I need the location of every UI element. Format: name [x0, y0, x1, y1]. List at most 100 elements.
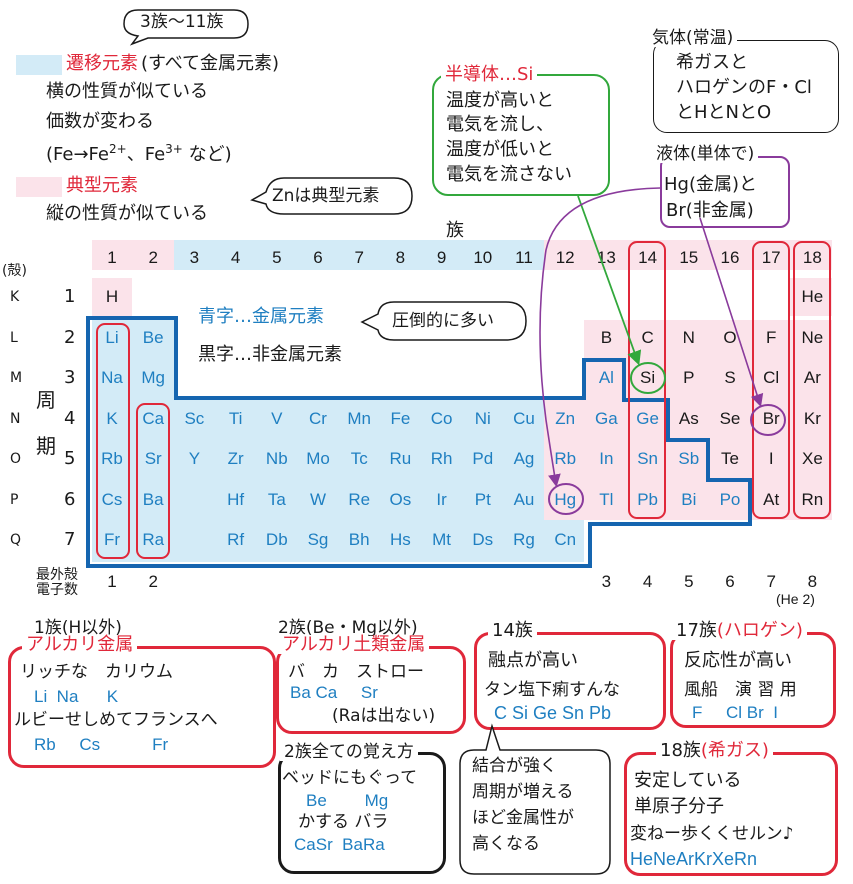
noble-line-3: 変ねー歩くくせルン♪: [630, 824, 794, 844]
element-cu-p4: Cu: [513, 408, 535, 428]
period-label-1: 周: [36, 388, 56, 412]
element-mo-p5: Mo: [306, 449, 330, 468]
group2-title: 2族全ての覚え方: [280, 744, 418, 761]
element-ne-p2: Ne: [801, 327, 824, 347]
semiconductor-line-2: 電気を流し、: [446, 114, 554, 135]
group-number-16: 16: [720, 248, 740, 267]
element-kr-p4: Kr: [803, 408, 821, 428]
transition-line-2: 価数が変わる: [46, 111, 154, 132]
halogen-title-em: (ハロゲン): [716, 620, 803, 641]
element-cr-p4: Cr: [309, 408, 327, 428]
valence-mid: 、Fe: [126, 144, 166, 165]
semiconductor-line-1: 温度が高いと: [446, 90, 554, 111]
alkali-title: アルカリ金属: [22, 636, 138, 654]
outer-electrons-8: 8: [807, 572, 818, 591]
group2-line-1: ベッドにもぐって: [282, 768, 418, 788]
element-p-p3: P: [683, 368, 695, 387]
group-number-4: 4: [230, 248, 241, 267]
element-c-p2: C: [641, 327, 654, 347]
group-number-9: 9: [436, 248, 447, 267]
typical-legend-swatch: [16, 177, 62, 197]
transition-legend-swatch: [16, 55, 62, 75]
transition-note: (すべて金属元素): [141, 53, 280, 74]
element-ca-p4: Ca: [142, 408, 165, 428]
highlight-group-2: [136, 403, 170, 559]
alkali-box: [8, 646, 276, 768]
noble-title-pre: 18族: [660, 740, 701, 761]
group14-box: [474, 632, 666, 730]
typical-label: 典型元素: [66, 175, 138, 196]
element-zr-p5: Zr: [227, 449, 244, 468]
period-3: 3: [64, 367, 76, 388]
noble-title-em: (希ガス): [700, 740, 769, 761]
element-k-p4: K: [106, 408, 118, 428]
element-ra-p7: Ra: [142, 530, 165, 549]
noble-line-2: 単原子分子: [634, 796, 724, 817]
liquid-title: 液体(単体で): [652, 146, 759, 163]
group-number-10: 10: [473, 248, 493, 267]
element-pb-p6: Pb: [637, 489, 658, 509]
noble-line-4: HeNeArKrXeRn: [630, 849, 758, 869]
element-ge-p4: Ge: [636, 408, 659, 428]
noble-line-1: 安定している: [634, 770, 742, 791]
element-y-p5: Y: [188, 449, 201, 468]
group-number-8: 8: [395, 248, 406, 267]
element-ru-p5: Ru: [389, 449, 412, 468]
element-ds-p7: Ds: [472, 530, 494, 549]
element-tl-p6: Tl: [599, 489, 614, 509]
element-rn-p6: Rn: [801, 489, 824, 509]
group14-title: 14族: [488, 622, 537, 640]
valence-sup-2: 3+: [165, 142, 183, 156]
element-in-p5: In: [599, 449, 614, 468]
element-rf-p7: Rf: [227, 530, 245, 549]
group-number-1: 1: [107, 248, 117, 267]
element-rg-p7: Rg: [513, 530, 535, 549]
element-te-p5: Te: [721, 449, 739, 468]
element-he-p1: He: [801, 287, 824, 306]
gas-box: [653, 40, 839, 133]
element-v-p4: V: [271, 408, 283, 428]
element-bh-p7: Bh: [348, 530, 370, 549]
valence-sup-1: 2+: [109, 142, 127, 156]
element-rh-p5: Rh: [430, 449, 453, 468]
element-ti-p4: Ti: [228, 408, 243, 428]
outer-electrons-7: 7: [766, 572, 776, 591]
group-number-5: 5: [272, 248, 282, 267]
element-mg-p3: Mg: [141, 368, 165, 387]
shell-L: L: [10, 329, 18, 346]
period-label-2: 期: [36, 434, 56, 458]
shell-M: M: [10, 370, 23, 386]
bg-he: [790, 278, 832, 316]
period-7: 7: [64, 529, 76, 550]
outer-electrons-6: 6: [725, 572, 735, 591]
halogen-title: 17族(ハロゲン): [672, 622, 807, 640]
element-bi-p6: Bi: [681, 489, 697, 509]
element-sb-p5: Sb: [678, 449, 700, 468]
shell-N: N: [10, 410, 21, 427]
group-title: 族: [446, 220, 464, 241]
element-hg-p6: Hg: [554, 489, 577, 509]
semiconductor-title: 半導体…Si: [441, 66, 538, 84]
outer-electrons-4: 4: [642, 572, 653, 591]
period-2: 2: [64, 326, 76, 348]
valence-pre: (Fe→Fe: [46, 144, 109, 165]
group-number-15: 15: [679, 248, 699, 267]
element-zn-p4: Zn: [555, 408, 576, 428]
element-fr-p7: Fr: [103, 530, 121, 549]
element-nb-p5: Nb: [265, 449, 288, 468]
element-w-p6: W: [309, 489, 327, 509]
element-pd-p5: Pd: [472, 449, 494, 468]
element-cl-p3: Cl: [763, 368, 780, 387]
group-number-2: 2: [148, 248, 158, 267]
group-number-12: 12: [555, 248, 575, 267]
element-ni-p4: Ni: [474, 408, 491, 428]
alkaline-earth-line-2: Ba Ca Sr: [290, 683, 378, 702]
element-tc-p5: Tc: [350, 449, 368, 468]
alkali-line-3: ルビーせしめてフランスへ: [14, 710, 218, 730]
element-rb-p5: Rb: [101, 449, 123, 468]
outer-electrons-1: 1: [107, 572, 117, 591]
shell-K: K: [10, 289, 20, 305]
bubble-transition-groups: [123, 9, 249, 46]
group-number-14: 14: [638, 248, 658, 267]
bubble-zn-text: Znは典型元素: [272, 186, 380, 206]
